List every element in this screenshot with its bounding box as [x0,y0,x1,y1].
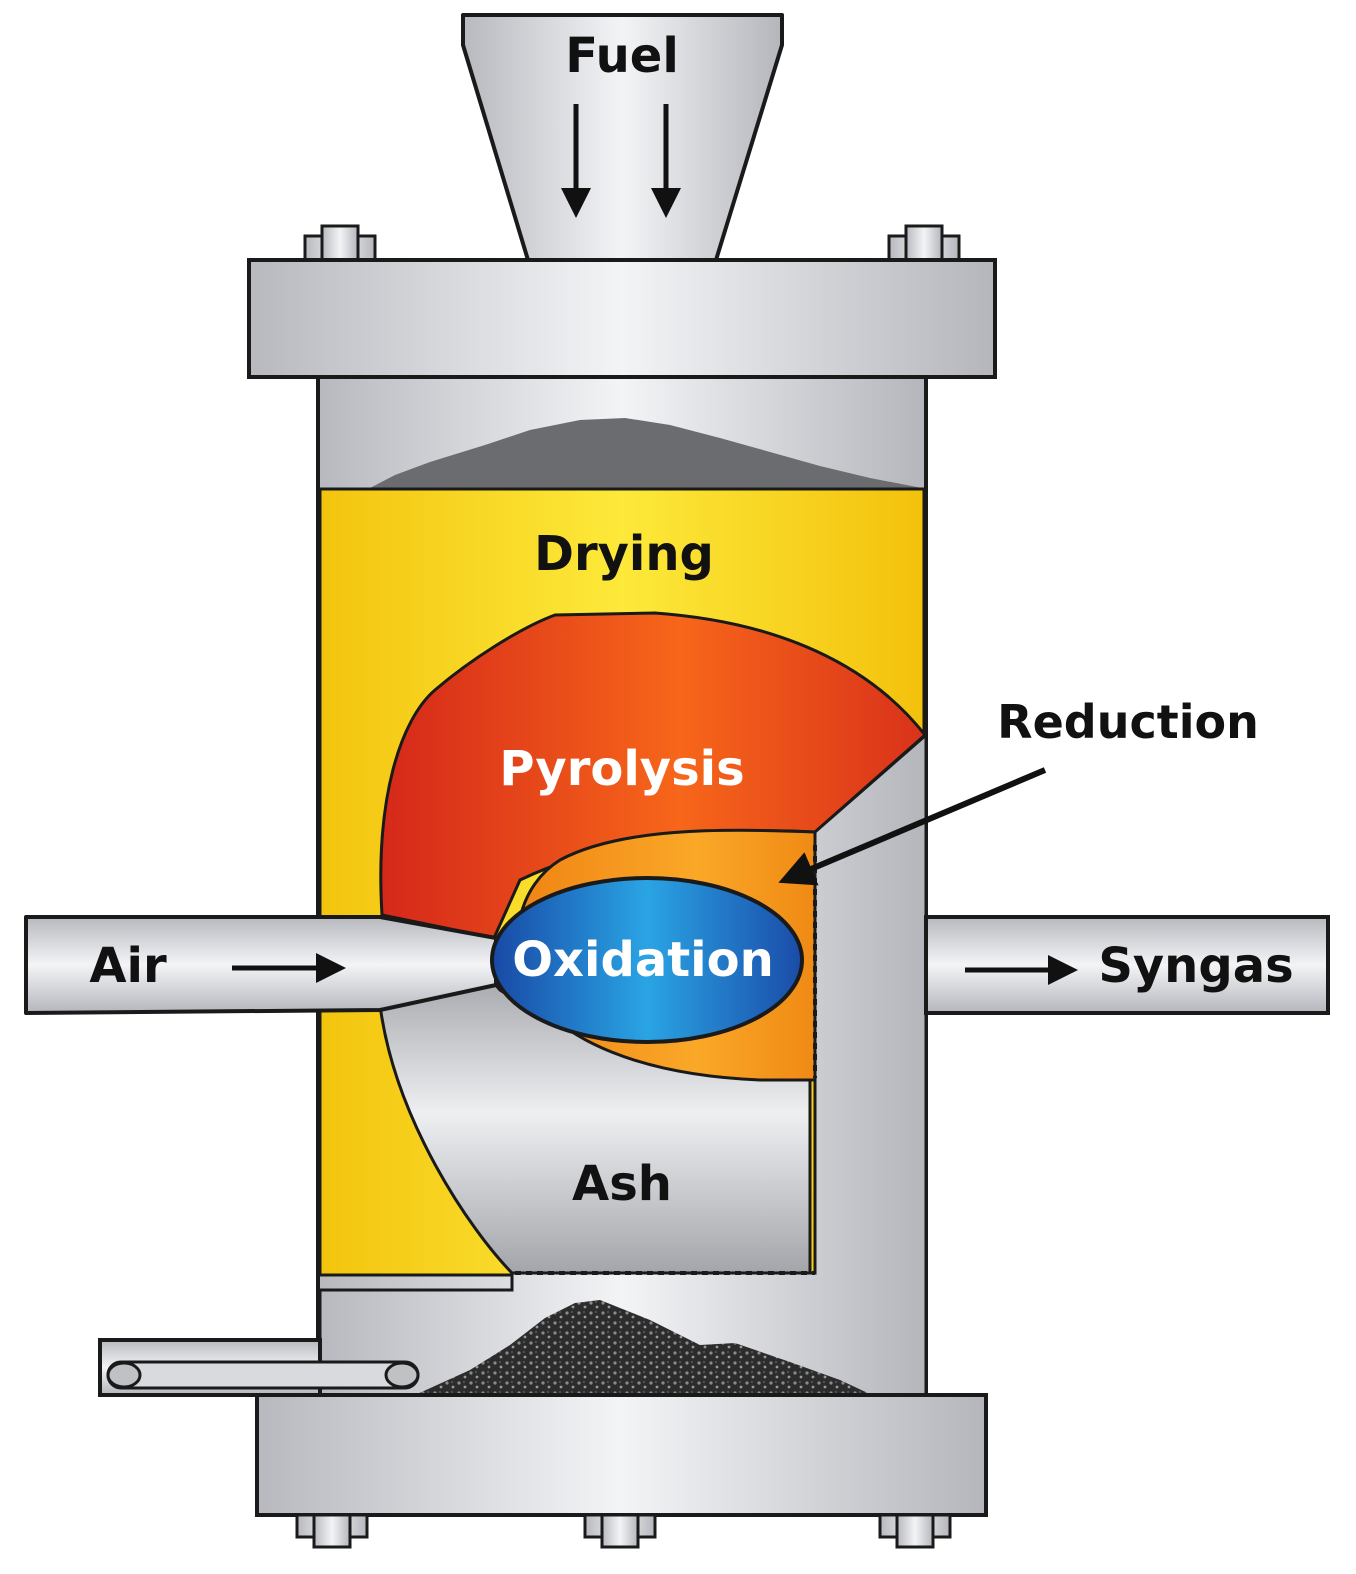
oxidation-zone [490,876,804,1044]
fuel-bed [370,418,922,488]
oxidation-label: Oxidation [512,932,774,988]
syngas-label: Syngas [1098,938,1293,994]
reduction-label: Reduction [997,695,1259,749]
fuel-arrows [561,104,681,218]
ash-label: Ash [572,1156,672,1212]
pyrolysis-label: Pyrolysis [499,741,744,797]
top-flange [247,258,997,379]
ash-pile [415,1300,872,1395]
air-label: Air [89,938,167,994]
bottom-bolts [295,1513,952,1549]
reduction-pointer-arrow [778,767,1047,886]
ash-conveyor [98,1338,420,1397]
air-inlet-pipe [24,915,498,1015]
fuel-label: Fuel [565,28,679,84]
bottom-flange [255,1393,988,1517]
drying-label: Drying [534,526,714,582]
syngas-outlet-pipe [924,915,1330,1015]
